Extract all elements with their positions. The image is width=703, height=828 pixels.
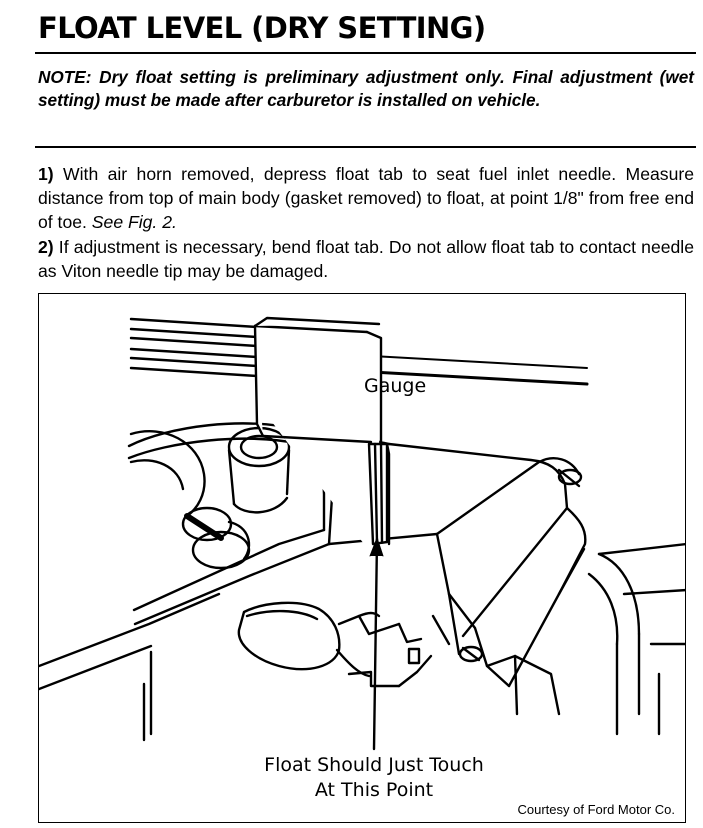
step-2: 2) If adjustment is necessary, bend floa…: [38, 235, 694, 283]
note-label: NOTE:: [38, 67, 92, 87]
note-text: Dry float setting is preliminary adjustm…: [38, 67, 694, 110]
gauge-label: Gauge: [364, 375, 427, 397]
step-1-text: With air horn removed, depress float tab…: [38, 164, 694, 233]
step-1-figure-ref: See Fig. 2.: [91, 212, 177, 233]
figure-credit: Courtesy of Ford Motor Co.: [517, 802, 675, 818]
procedure-steps: 1) With air horn removed, depress float …: [38, 162, 694, 283]
note-rule: [35, 146, 696, 148]
callout-line-2: At This Point: [314, 779, 434, 801]
note-paragraph: NOTE: Dry float setting is preliminary a…: [38, 66, 694, 112]
body-flange: [447, 457, 685, 736]
step-2-text: If adjustment is necessary, bend float t…: [38, 236, 694, 281]
callout-arrow: [369, 537, 384, 751]
float-hinge: [335, 611, 451, 688]
float: [237, 601, 341, 671]
figure-float-level-gauge: Gauge Float Should Just Touch At This Po…: [38, 293, 686, 823]
gauge-block: [253, 316, 383, 556]
page-title: FLOAT LEVEL (DRY SETTING): [38, 11, 486, 45]
callout-line-1: Float Should Just Touch: [264, 754, 484, 776]
float-bowl: [129, 430, 251, 570]
title-rule: [35, 52, 696, 54]
step-2-number: 2): [38, 236, 54, 257]
gauge-blade: [367, 442, 391, 546]
step-1: 1) With air horn removed, depress float …: [38, 162, 694, 235]
carburetor-illustration: [39, 316, 685, 751]
step-1-number: 1): [38, 164, 54, 184]
callout-label: Float Should Just Touch At This Point: [239, 753, 509, 803]
straightedge-bars: [129, 317, 589, 386]
